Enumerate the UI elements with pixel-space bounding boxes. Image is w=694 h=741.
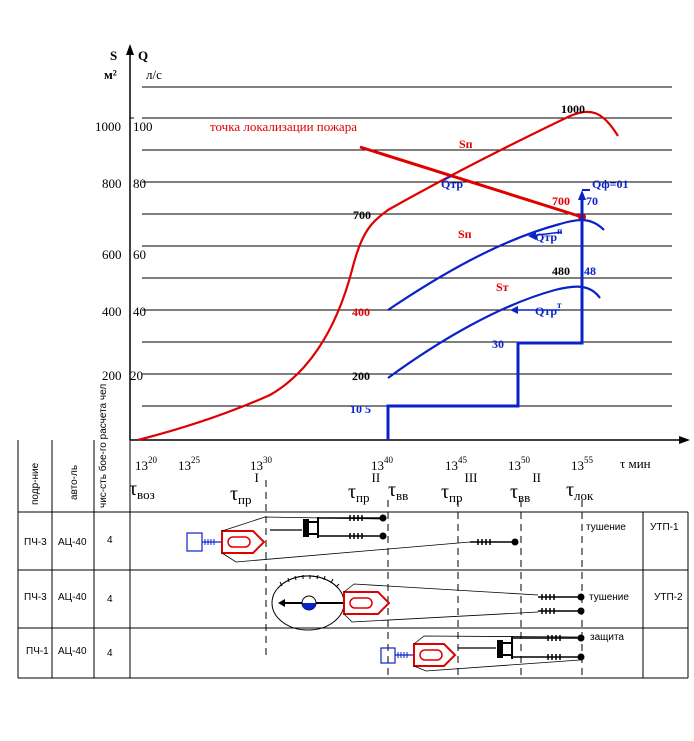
actual-flow-step	[386, 194, 584, 440]
value-480: 480	[552, 264, 570, 278]
tau-vv1: τвв	[388, 479, 408, 503]
row-crew: 4	[107, 535, 113, 546]
x-tick: 1330	[250, 455, 273, 473]
y-tick-q: 80	[133, 176, 146, 191]
value-30: 30	[492, 337, 504, 351]
y-tick-q: 20	[130, 368, 143, 383]
s-axis-label: S	[110, 48, 117, 63]
deployment-table	[17, 440, 689, 679]
row2-scheme	[271, 574, 585, 631]
y-tick-q: 100	[133, 119, 153, 134]
tau-vv2: τввII	[510, 470, 541, 505]
value-1000: 1000	[561, 102, 585, 116]
row-site: УТП-1	[650, 522, 679, 533]
q-tr-p-label: Qтрп	[535, 226, 562, 244]
value-400: 400	[352, 305, 370, 319]
x-tick: 1340	[371, 455, 394, 473]
tau-voz: τвоз	[129, 478, 155, 502]
nozzle-icon	[511, 538, 519, 546]
tau-pr2: τпрII	[348, 470, 380, 505]
x-tick: 1325	[178, 455, 201, 473]
axes	[126, 44, 690, 444]
y-tick-q: 60	[133, 247, 146, 262]
nozzle-icon	[379, 514, 387, 522]
row1-scheme	[186, 514, 519, 563]
tau-pr1: τпрI	[230, 470, 259, 507]
value-48: 48	[584, 264, 596, 278]
y-tick-s: 400	[102, 304, 122, 319]
header-crew: чис-сть бое-го расчета чел	[97, 384, 109, 508]
y-tick-s: 800	[102, 176, 122, 191]
x-tick-labels: 1320 1325 1330 1340 1345 1350 1355	[135, 455, 594, 473]
s-t-label: Sт	[496, 280, 509, 294]
row-vehicle: АЦ-40	[58, 646, 87, 657]
nozzle-icon	[577, 607, 585, 615]
t-axis-label: τ мин	[620, 456, 651, 471]
header-vehicle: авто-ль	[69, 465, 80, 500]
s-p-label: Sп	[458, 227, 472, 241]
tau-labels: τвоз τпрI τпрII τвв τпрIII τввII τлок	[129, 470, 594, 507]
x-tick: 1350	[508, 455, 531, 473]
nozzle-icon	[577, 593, 585, 601]
nozzle-icon	[577, 634, 585, 642]
y-tick-s: 600	[102, 247, 122, 262]
value-200: 200	[352, 369, 370, 383]
y-tick-s: 1000	[95, 119, 121, 134]
fire-area-curve	[137, 110, 619, 442]
q-tr-label: Qтр	[441, 177, 463, 191]
x-tick: 1345	[445, 455, 468, 473]
row-unit: ПЧ-1	[26, 646, 49, 657]
row-unit: ПЧ-3	[24, 537, 47, 548]
value-700: 700	[353, 208, 371, 222]
grid-lines	[142, 86, 672, 407]
row-action: тушение	[589, 592, 629, 603]
x-tick: 1355	[571, 455, 594, 473]
tau-pr3: τпрIII	[441, 470, 478, 505]
required-flow-p-curve	[387, 218, 605, 311]
localization-label: точка локализации пожара	[210, 119, 357, 134]
fire-area-curves	[137, 110, 619, 442]
row-vehicle: АЦ-40	[58, 592, 87, 603]
row-site: УТП-2	[654, 592, 683, 603]
s-p-label: Sп	[459, 137, 473, 151]
value-700-red: 700	[552, 194, 570, 208]
q-tr-t-label: Qтрт	[535, 300, 562, 318]
x-tick: 1320	[135, 455, 158, 473]
required-flow-t-curve	[387, 285, 601, 379]
row-vehicle: АЦ-40	[58, 537, 87, 548]
q-axis-unit: л/с	[146, 67, 162, 82]
annotations: точка локализации пожара Sп Sп Sт Qтр Qт…	[210, 102, 628, 416]
y-tick-q: 40	[133, 304, 146, 319]
value-105: 10 5	[350, 402, 371, 416]
q-f-label: Qф=01	[592, 177, 628, 191]
water-flow-curves	[386, 175, 605, 440]
row-crew: 4	[107, 648, 113, 659]
y-tick-labels: 1000 100 800 80 600 60 400 40 200 20	[95, 119, 153, 383]
s-axis-unit: м²	[104, 67, 117, 82]
row3-scheme	[380, 634, 585, 672]
q-axis-label: Q	[138, 48, 148, 63]
row-crew: 4	[107, 594, 113, 605]
header-unit: подр-ние	[30, 462, 41, 505]
row-action: защита	[590, 632, 624, 643]
row-action: тушение	[586, 522, 626, 533]
tau-lok: τлок	[566, 479, 594, 503]
hydrant-icon	[186, 532, 203, 552]
y-tick-s: 200	[102, 368, 122, 383]
row-unit: ПЧ-3	[24, 592, 47, 603]
localization-line	[359, 145, 583, 219]
nozzle-icon	[577, 653, 585, 661]
value-70: 70	[586, 194, 598, 208]
nozzle-icon	[379, 532, 387, 540]
